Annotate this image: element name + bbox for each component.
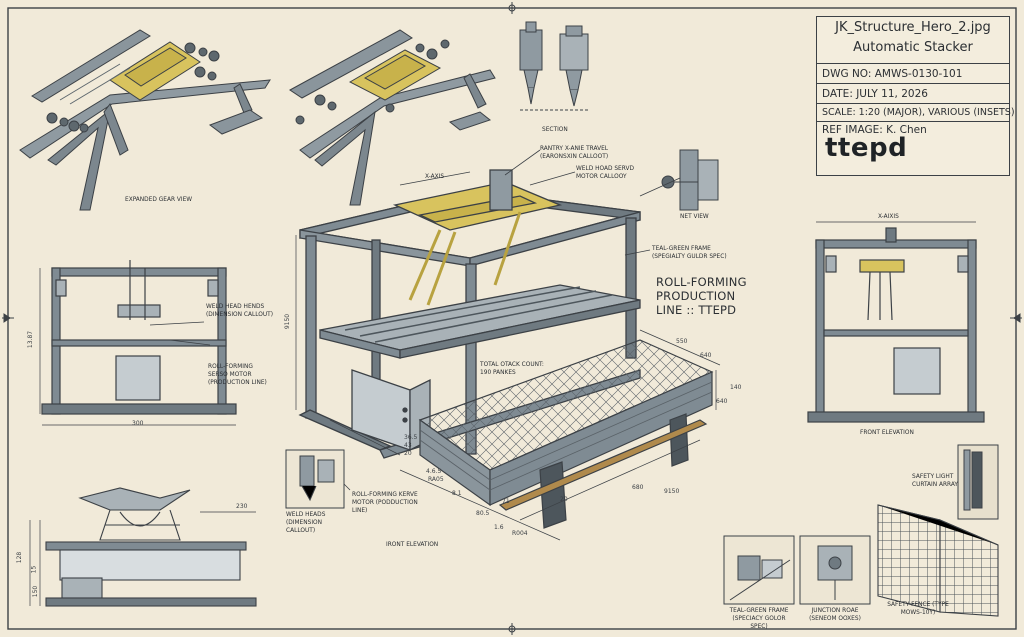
label-roll-forming-3: LINE :: ttepd <box>656 303 737 317</box>
label-safety-light: SAFETY LIGHT CURTAIN ARRAY <box>912 472 958 488</box>
dim-j: 20 <box>560 496 568 503</box>
drawing-date: DATE: JULY 11, 2026 <box>822 88 928 100</box>
dim-bl-h2: 15 <box>30 565 38 574</box>
label-left-roll-forming: ROLL-FORMING SERSO MOTOR (PRODUCTION LIN… <box>208 362 267 386</box>
label-teal-green-detail: TEAL-GREEN FRAME (SPECIACY GOLOR SPEC) <box>729 606 789 630</box>
section-detail <box>519 21 590 111</box>
dim-d: 4.6.5 <box>426 468 442 475</box>
dim-bl-top: 230 <box>236 503 248 510</box>
dim-c: 20 <box>404 450 412 457</box>
label-total-stack-1: TOTAL OTACK COUNT: <box>480 360 544 368</box>
dim-f: 8.1 <box>452 490 462 497</box>
safety-fence <box>877 504 999 617</box>
dim-stack-b: 9150 <box>664 488 680 495</box>
dim-left-width: 300 <box>132 420 144 427</box>
gear-cluster-center <box>289 29 496 206</box>
brand-mark: ttepd <box>825 133 908 163</box>
dim-a: 36.5 <box>404 434 418 441</box>
dim-i: R004 <box>512 530 528 537</box>
dim-main-height: 9150 <box>284 313 292 330</box>
label-teal-green-frame: TEAL-GREEN FRAME (SPEGIALTY GULDR SPEC) <box>652 244 727 260</box>
label-inset-roll-forming: ROLL-FORMING KERVE MOTOR (PODDUCTION LIN… <box>352 490 418 514</box>
dim-left-height: 13.87 <box>27 330 35 349</box>
dim-h: 1.6 <box>494 524 504 531</box>
title-subject: Automatic Stacker <box>853 40 973 55</box>
dim-bl-h1: 128 <box>16 551 24 564</box>
left-side-elevation <box>39 260 237 426</box>
dim-e: RA05 <box>428 476 444 483</box>
label-net-view: NET VIEW <box>680 212 709 220</box>
label-roll-forming-1: ROLL-FORMING <box>656 275 747 289</box>
wire-mesh-stack <box>418 339 714 529</box>
title-row-date: DATE: JULY 11, 2026 <box>817 83 1009 104</box>
main-stacker-frame <box>298 169 641 459</box>
label-left-weld-heads: WELD HEAD HENDS (DIMENSION CALLOUT) <box>206 302 273 318</box>
bottom-left-elevation <box>29 487 257 607</box>
title-row-dwg: DWG NO: AMWS-0130-101 <box>817 63 1009 84</box>
main-dimension-lines <box>295 171 721 541</box>
label-section: SECTION <box>542 125 568 133</box>
label-front-elevation-right: FRONT ELEVATION <box>860 428 914 436</box>
label-total-stack-2: 190 PANKES <box>480 368 516 376</box>
dwg-number: DWG NO: AMWS-0130-101 <box>822 68 963 80</box>
dim-stack-h: 140 <box>730 384 742 391</box>
label-roll-forming-2: PRODUCTION <box>656 289 736 303</box>
label-inset-weld-heads: WELD HEADS (DIMENSION CALLOUT) <box>286 510 326 534</box>
dim-k: 71 <box>502 498 510 505</box>
dim-stack-w2: 640 <box>700 352 712 359</box>
label-expanded-gear-view: EXPANDED GEAR VIEW <box>125 195 193 203</box>
drawing-scale: SCALE: 1:20 (MAJOR), VARIOUS (INSETS) <box>822 107 1015 118</box>
title-block: JK_Structure_Hero_2.jpg Automatic Stacke… <box>816 16 1015 176</box>
detail-insets <box>723 535 871 605</box>
label-weld-head-servo: WELD HOAD SERVD MOTOR CALLOOY <box>576 164 634 180</box>
title-row-ref: REF IMAGE: K. Chen <box>817 121 1009 140</box>
label-front-elevation-left: IRONT ELEVATION <box>386 540 439 548</box>
weld-heads-inset <box>285 449 345 509</box>
dim-g: 80.5 <box>476 510 490 517</box>
label-x-axis-right: X-AIXIS <box>878 212 899 220</box>
label-x-axis-center: X-AXIS <box>425 172 445 180</box>
right-front-elevation <box>807 221 985 423</box>
label-safety-fence: SAFETY FENCE (TYPE MOWS-10Y) <box>887 600 949 616</box>
expanded-gear-view <box>19 29 271 211</box>
title-file-name: JK_Structure_Hero_2.jpg <box>835 20 991 35</box>
net-view <box>639 149 719 211</box>
dim-bl-h3: 150 <box>32 585 40 598</box>
dim-stack-a: 680 <box>632 484 644 491</box>
ref-image: REF IMAGE: K. Chen <box>822 124 927 136</box>
label-gantry-callout: RANTRY X-ANIE TRAVEL (EARONSXIN CALLOOT) <box>540 144 609 160</box>
dim-l: 640 <box>716 398 728 405</box>
dim-stack-w: 550 <box>676 338 688 345</box>
safety-light-curtain <box>957 444 999 520</box>
label-junction-box: JUNCTION ROAE (SENEOM OOXES) <box>809 606 861 622</box>
title-row-scale: SCALE: 1:20 (MAJOR), VARIOUS (INSETS) <box>817 103 1015 122</box>
dim-b: 43 <box>404 442 412 449</box>
